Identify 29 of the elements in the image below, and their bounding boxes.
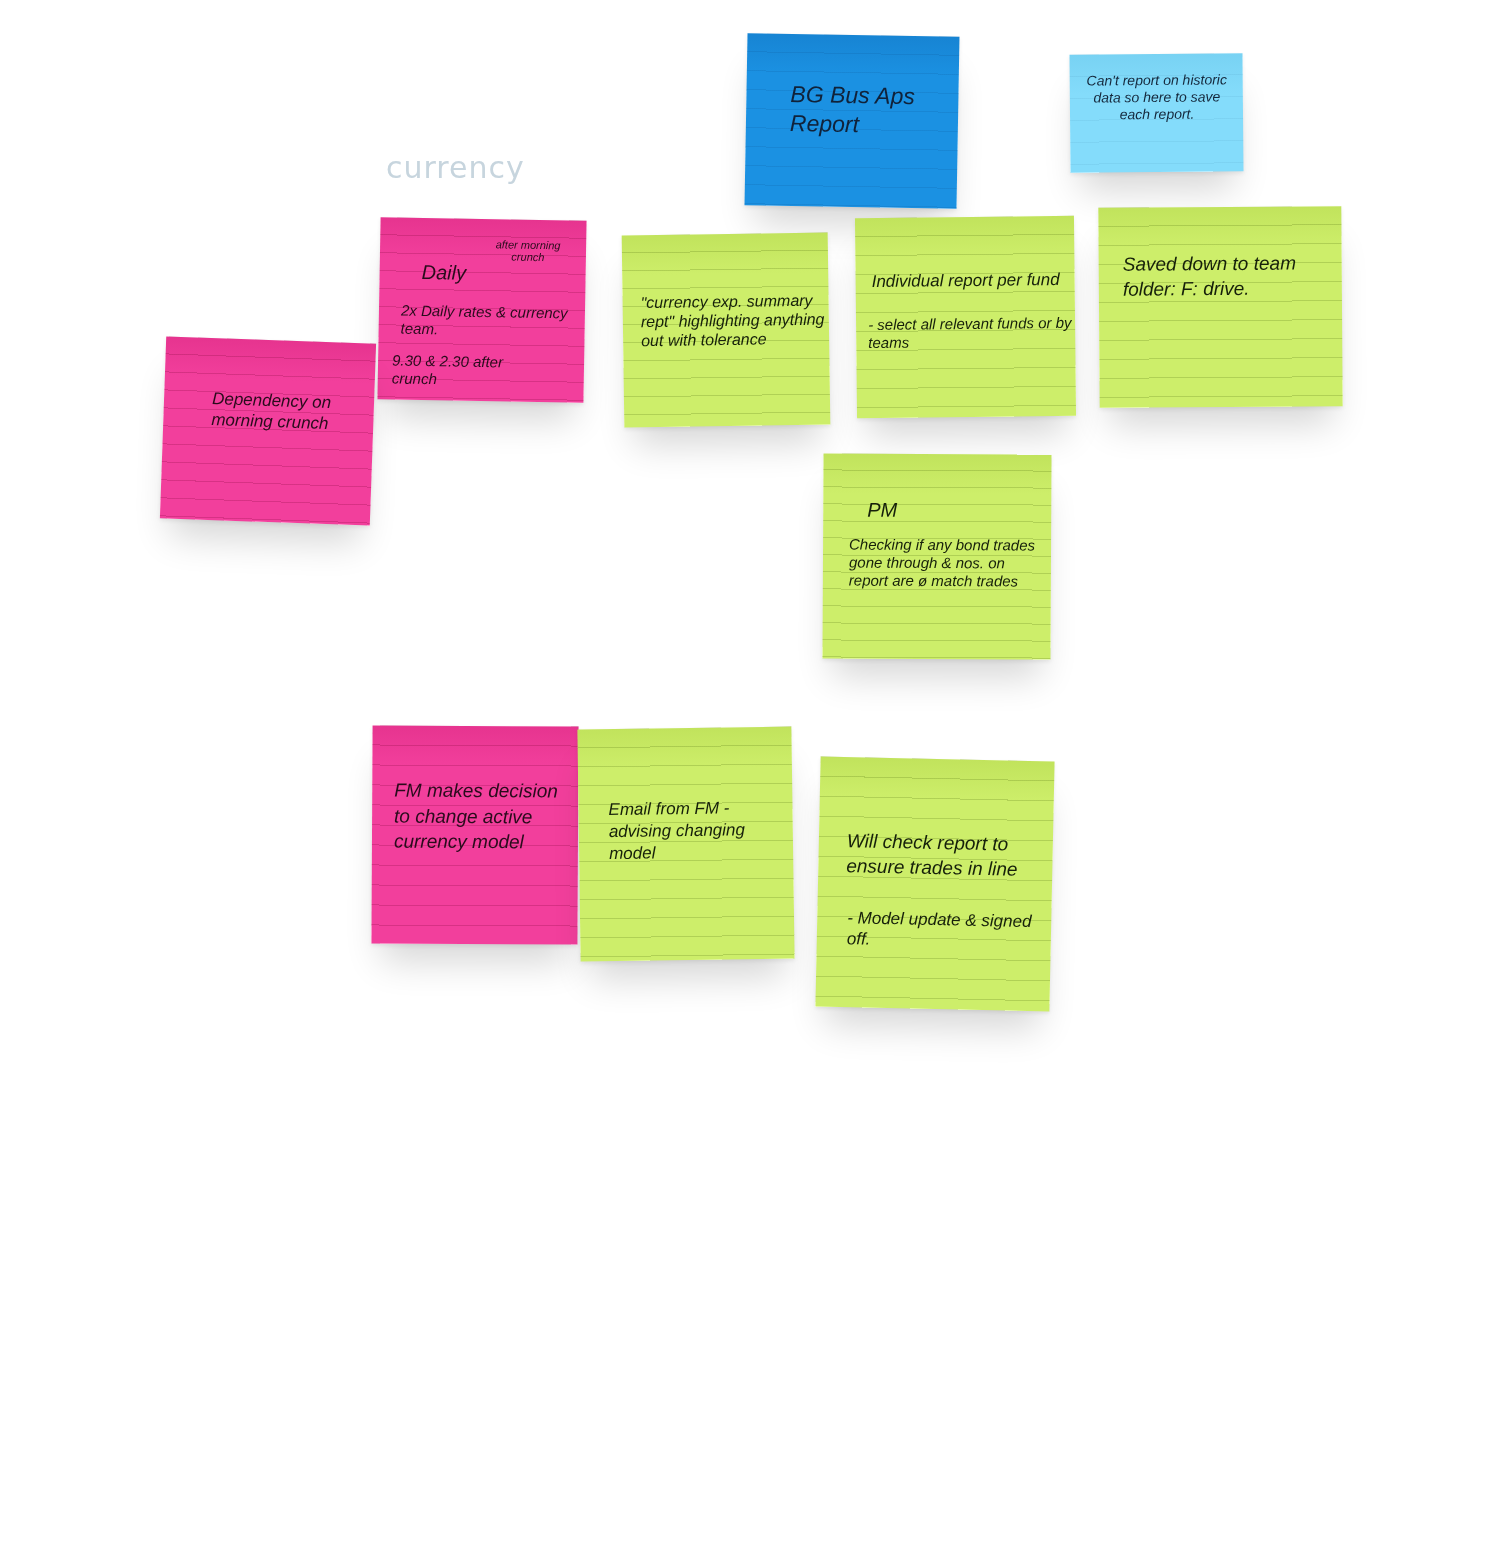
note-text: - Model update & signed off. — [846, 907, 1033, 951]
note-text: Dependency on morning crunch — [211, 388, 333, 435]
sticky-note — [854, 215, 1077, 419]
sticky-note — [159, 336, 377, 526]
note-text: "currency exp. summary rept" highlighting anything out with tolerance — [640, 290, 826, 351]
board-heading: currency — [386, 150, 525, 185]
note-text: Will check report to ensure trades in line — [846, 829, 1019, 882]
note-text: after morning crunch — [494, 239, 562, 264]
note-text: Email from FM - advising changing model — [608, 797, 747, 866]
note-text: - select all relevant funds or by teams — [868, 313, 1073, 352]
note-text: Can't report on historic data so here to save each report. — [1085, 71, 1228, 124]
sticky-note — [377, 217, 587, 403]
sticky-note — [1098, 206, 1343, 408]
sticky-note — [577, 726, 795, 962]
note-text: Individual report per fund — [871, 269, 1061, 293]
note-text: BG Bus Aps Report — [789, 79, 917, 139]
note-text: 9.30 & 2.30 after crunch — [391, 351, 505, 390]
note-text: FM makes decision to change active currency model — [393, 778, 559, 855]
sticky-note — [822, 453, 1052, 660]
note-text: Checking if any bond trades gone through & nos. on report are ø match trades — [848, 535, 1037, 591]
sticky-note — [1069, 53, 1244, 173]
note-text: Daily — [421, 259, 468, 285]
note-text: Saved down to team folder: F: drive. — [1122, 251, 1297, 302]
sticky-note — [621, 232, 831, 428]
sticky-note — [371, 725, 579, 945]
note-text: PM — [867, 497, 899, 522]
sticky-note — [744, 33, 960, 209]
note-text: 2x Daily rates & currency team. — [400, 301, 569, 340]
sticky-note — [815, 756, 1055, 1012]
